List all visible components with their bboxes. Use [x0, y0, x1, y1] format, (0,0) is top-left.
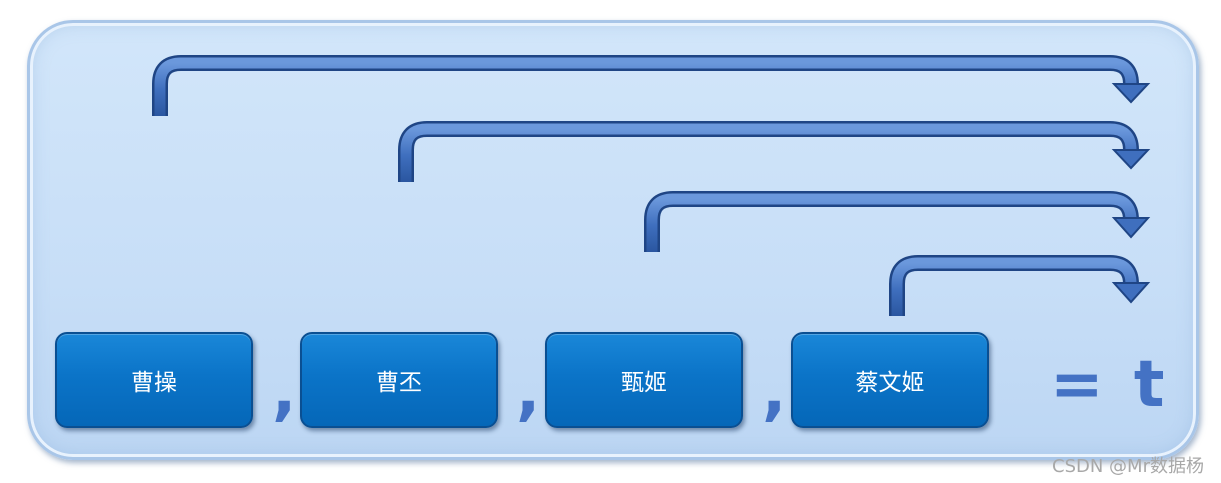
name-label-1: 曹操: [131, 370, 177, 396]
comma-separator-2: ,: [516, 355, 541, 429]
name-box-3: 甄姬: [545, 332, 743, 428]
arrow-1: [152, 55, 1151, 116]
arrow-2: [398, 121, 1151, 182]
arrow-4: [889, 255, 1151, 316]
comma-separator-1: ,: [272, 355, 297, 429]
name-label-4: 蔡文姬: [855, 370, 925, 396]
result-label: = t: [1050, 348, 1169, 422]
name-label-2: 曹丕: [376, 370, 422, 396]
watermark: CSDN @Mr数据杨: [1052, 456, 1204, 477]
comma-separator-3: ,: [762, 355, 787, 429]
name-label-3: 甄姬: [621, 370, 667, 396]
name-box-1: 曹操: [55, 332, 253, 428]
arrow-3: [644, 191, 1151, 252]
name-box-4: 蔡文姬: [791, 332, 989, 428]
name-box-2: 曹丕: [300, 332, 498, 428]
